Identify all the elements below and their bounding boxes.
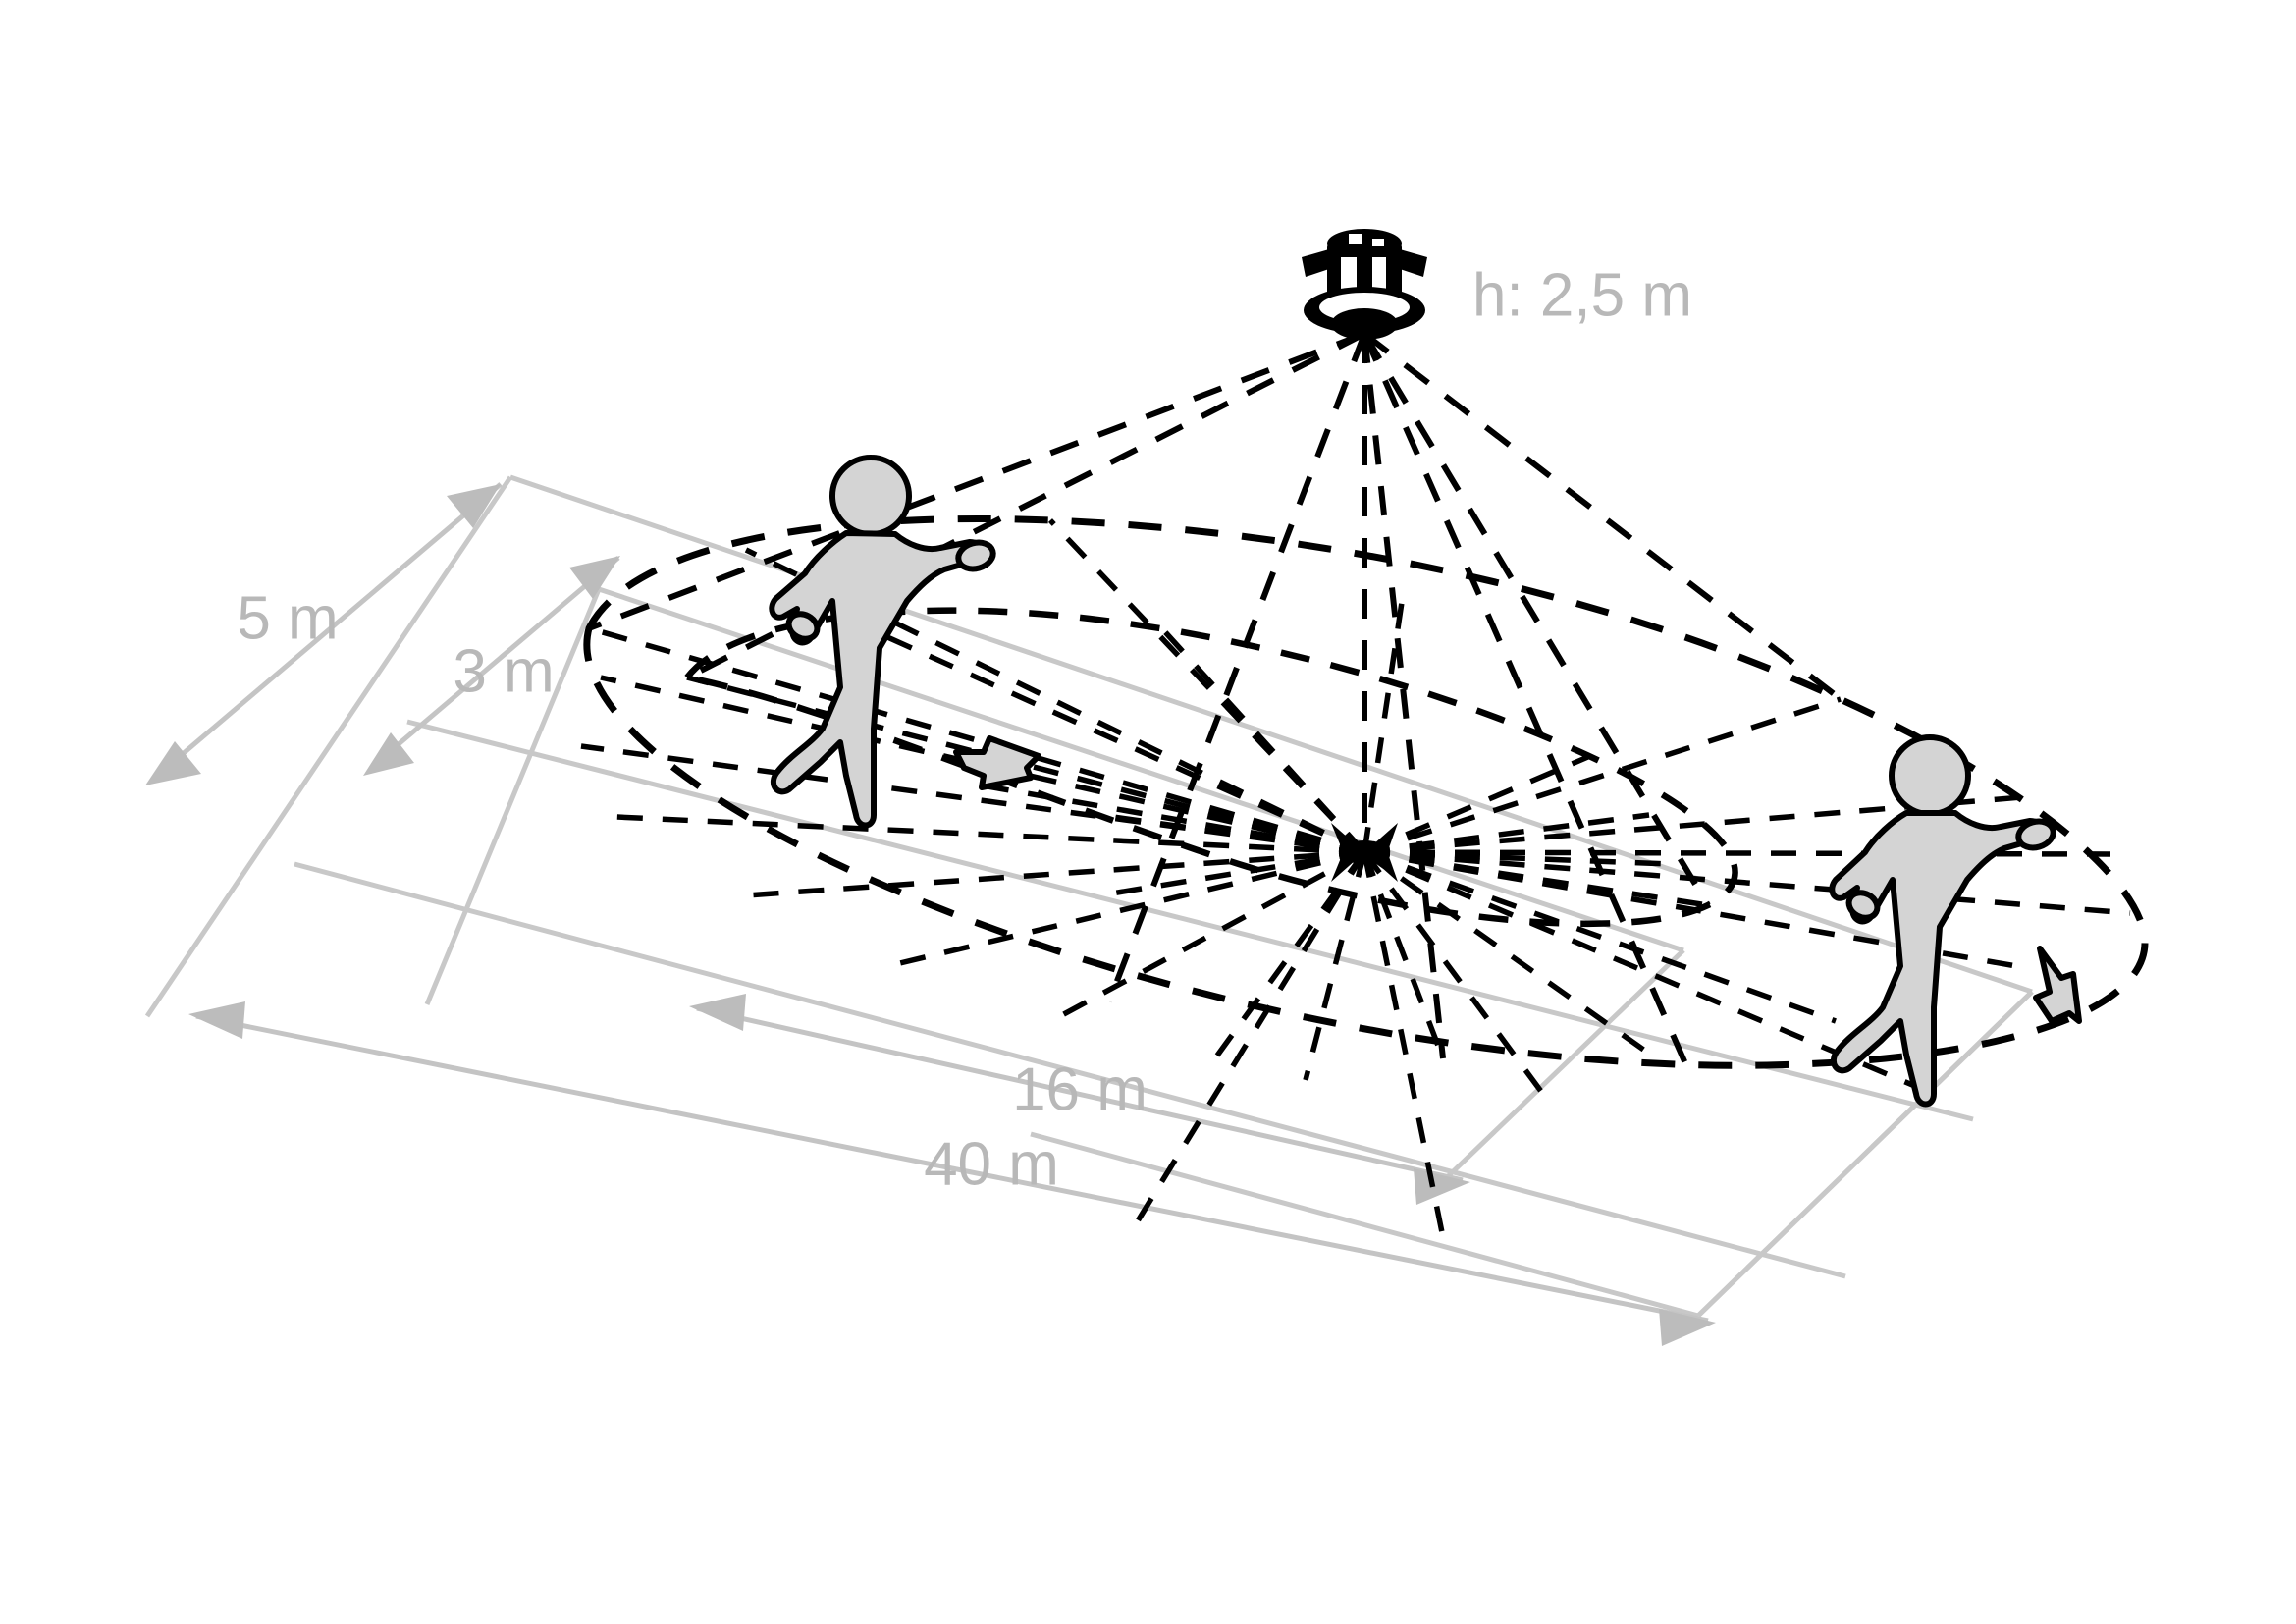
floor-beam-se3 xyxy=(1362,849,1926,1093)
floor-beam-e5 xyxy=(1363,849,1670,867)
floor-beam-nw2 xyxy=(823,606,1366,855)
figure-left-hand-back xyxy=(785,611,821,642)
floor-beam-e6 xyxy=(1363,812,1650,855)
figure-right-head xyxy=(1889,734,1971,817)
floor-beam-n1 xyxy=(1362,588,1407,853)
beam-cone-left-outer xyxy=(587,331,1366,631)
figure-left-hand-front xyxy=(955,539,996,572)
floor-beam-sw1 xyxy=(1058,849,1366,1019)
floor-beam-s4 xyxy=(1131,850,1367,1229)
beam-cone-right-inner xyxy=(1362,332,1711,907)
sensor-top-notch-a xyxy=(1349,234,1362,244)
dimension-40m: 40 m xyxy=(188,1001,1716,1346)
grid-diagonal-lower-right xyxy=(1696,990,2034,1318)
floor-beam-n3 xyxy=(1048,518,1366,854)
beam-cone-front-left xyxy=(1106,332,1367,1003)
dim-3m-arrowhead-top xyxy=(569,556,620,599)
floor-beam-se2 xyxy=(1363,849,1837,1024)
beam-cone-front-right xyxy=(1362,332,1691,1072)
dim-16m-arrowhead-left xyxy=(689,994,746,1031)
floor-beam-n4 xyxy=(1225,705,1366,854)
direction-arrow-right xyxy=(2033,946,2082,1024)
outer-detection-boundary xyxy=(583,515,2149,1069)
dim-5m-line xyxy=(155,482,503,778)
dimension-16m: 16 m xyxy=(689,994,1470,1205)
grid-line-depth-mid xyxy=(598,586,1684,953)
sensor-top-notch-b xyxy=(1372,239,1384,246)
grid-connector-right-inner xyxy=(1441,948,1685,1183)
floor-beam-ne2 xyxy=(1363,849,1709,908)
dim-40m-arrowhead-right xyxy=(1659,1309,1716,1346)
floor-beam-s1 xyxy=(1362,851,1446,1059)
dim-16m-line xyxy=(696,1005,1464,1183)
dim-40m-label: 40 m xyxy=(924,1130,1059,1198)
floor-beam-se1 xyxy=(1362,849,1661,1063)
floor-beam-s3 xyxy=(1303,851,1367,1081)
dimension-3m: 3 m xyxy=(363,556,620,776)
dim-40m-line xyxy=(195,1013,1709,1324)
mounting-height-label: h: 2,5 m xyxy=(1472,261,1692,329)
dim-3m-label: 3 m xyxy=(453,637,554,705)
floor-beam-e3 xyxy=(1363,849,2111,857)
figure-right-hand-front xyxy=(2015,818,2056,851)
dim-3m-line xyxy=(371,556,620,768)
direction-arrow-left xyxy=(953,735,1041,790)
dimension-grid xyxy=(144,474,2034,1319)
walking-figure-left xyxy=(769,455,996,829)
dim-16m-arrowhead-right xyxy=(1414,1168,1470,1205)
dim-16m-label: 16 m xyxy=(1012,1056,1148,1123)
ceiling-sensor xyxy=(1302,229,1427,340)
grid-connector-left-inner xyxy=(424,588,602,1005)
floor-beam-ne1 xyxy=(1363,696,1842,855)
figure-right-hand-back xyxy=(1845,890,1881,921)
beam-hub-spikes xyxy=(1331,823,1398,882)
sensor-top-cap xyxy=(1327,229,1402,258)
floor-beam-w7 xyxy=(882,849,1365,970)
floor-beam-nw3 xyxy=(744,547,1366,855)
figure-left-head xyxy=(829,455,912,537)
floor-beam-s2 xyxy=(1362,850,1554,1107)
grid-line-40m-base xyxy=(1030,1131,1699,1319)
floor-beam-sw2 xyxy=(1214,850,1367,1057)
grid-edge-left xyxy=(144,475,513,1018)
dim-3m-arrowhead-bottom xyxy=(363,732,414,776)
floor-beam-s5 xyxy=(1362,851,1446,1238)
grid-line-depth-near xyxy=(294,861,1846,1279)
sensor-lens-dome xyxy=(1331,308,1398,340)
beam-cone-right-outer xyxy=(1362,331,1842,702)
floor-beam-e2 xyxy=(1363,849,2131,916)
grid-line-center xyxy=(406,719,1974,1122)
dim-5m-arrowhead-bottom xyxy=(145,741,201,785)
floor-beam-w2 xyxy=(600,675,1365,855)
walking-figure-right xyxy=(1829,734,2056,1108)
dim-5m-label: 5 m xyxy=(237,584,338,652)
beam-cone-front-center xyxy=(1362,333,1446,1059)
dimension-5m: 5 m xyxy=(145,482,503,785)
dim-5m-arrowhead-top xyxy=(447,484,501,528)
floor-beam-w4 xyxy=(615,814,1365,855)
detection-zones xyxy=(583,515,2149,1069)
floor-beam-w6 xyxy=(745,849,1365,898)
figure-left-body xyxy=(769,530,985,829)
dim-40m-arrowhead-left xyxy=(188,1001,245,1039)
grid-line-depth-far xyxy=(509,474,2033,995)
floor-beam-ne3 xyxy=(1362,753,1592,855)
